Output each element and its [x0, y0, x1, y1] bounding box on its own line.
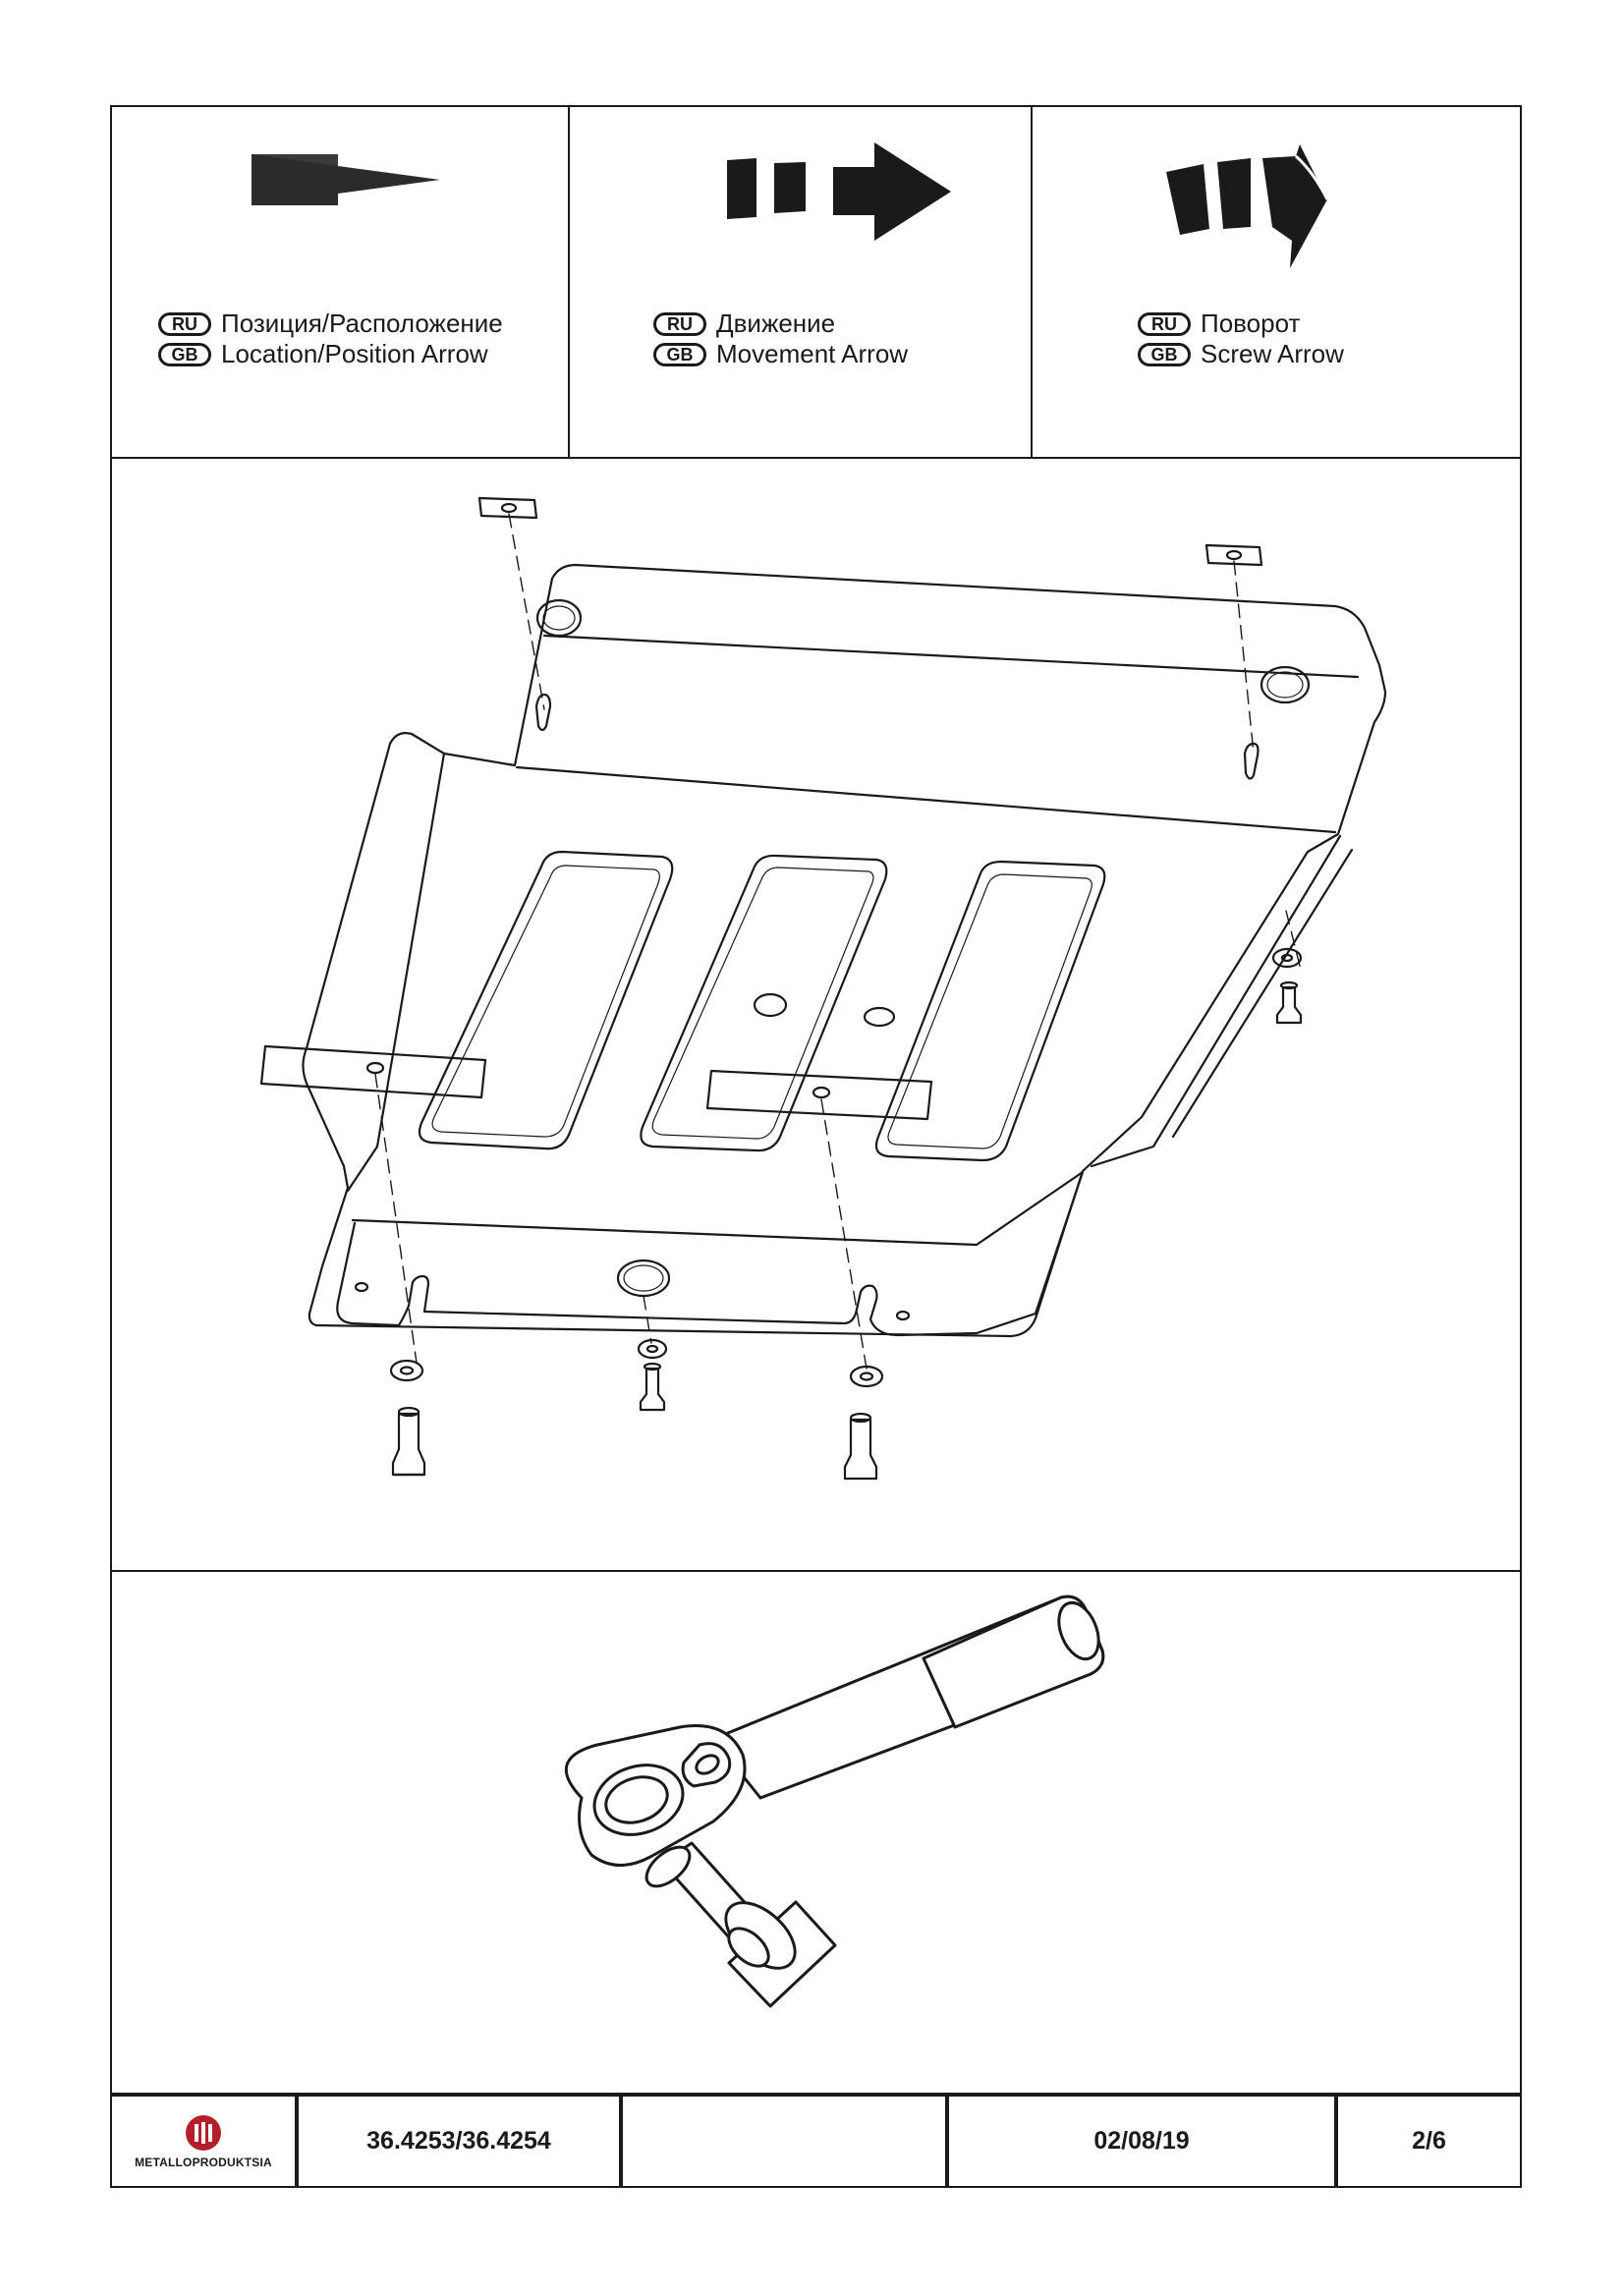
legend-ru-text: Поворот [1201, 308, 1301, 338]
company-logo: METALLOPRODUKTSIA [112, 2097, 295, 2186]
legend-location: RU Позиция/Расположение GB Location/Positi… [112, 107, 568, 457]
bolt-set [1271, 947, 1303, 1025]
bolt-set [389, 1359, 426, 1477]
legend-gb-text: Screw Arrow [1201, 339, 1344, 368]
title-block: METALLOPRODUKTSIA 36.4253/36.4254 02/08/… [112, 2093, 1520, 2186]
cutout-middle [640, 854, 888, 1152]
ru-badge: RU [653, 311, 706, 336]
crossbar-left [259, 1044, 487, 1099]
gb-badge: GB [653, 342, 706, 366]
ru-badge: RU [158, 311, 211, 336]
company-logo-icon [186, 2115, 221, 2151]
part-number: 36.4253/36.4254 [295, 2097, 619, 2186]
company-name: METALLOPRODUKTSIA [135, 2156, 272, 2169]
drawing-frame: RU Позиция/Расположение GB Location/Positi… [110, 105, 1522, 2188]
location-arrow-icon [252, 154, 440, 205]
nut-plate [477, 496, 538, 520]
drawing-date: 02/08/19 [945, 2097, 1334, 2186]
legend-movement: RU Движение GB Movement Arrow [568, 107, 1031, 457]
legend-gb-text: Movement Arrow [716, 339, 909, 368]
crossbar-right [705, 1069, 933, 1121]
legend-ru-text: Позиция/Расположение [221, 308, 503, 338]
nut-plate [1204, 543, 1263, 567]
screw-arrow-icon [1166, 144, 1329, 268]
assembly-diagram [112, 459, 1520, 1572]
ratchet-wrench-illustration [112, 1572, 1520, 2097]
legend-gb-text: Location/Position Arrow [221, 339, 488, 368]
gb-badge: GB [1138, 342, 1191, 366]
skid-plate [302, 563, 1387, 1338]
legend-ru-text: Движение [716, 308, 836, 338]
movement-arrow-icon [727, 142, 951, 241]
ru-badge: RU [1138, 311, 1191, 336]
legend-screw: RU Поворот GB Screw Arrow [1031, 107, 1520, 457]
gb-badge: GB [158, 342, 211, 366]
arrow-legend: RU Позиция/Расположение GB Location/Positi… [112, 107, 1520, 459]
bolt-set [637, 1338, 668, 1412]
blank-field [619, 2097, 945, 2186]
cutout-right [874, 860, 1106, 1162]
page-number: 2/6 [1334, 2097, 1520, 2186]
bolt-set [843, 1365, 884, 1481]
cutout-left [418, 850, 674, 1150]
